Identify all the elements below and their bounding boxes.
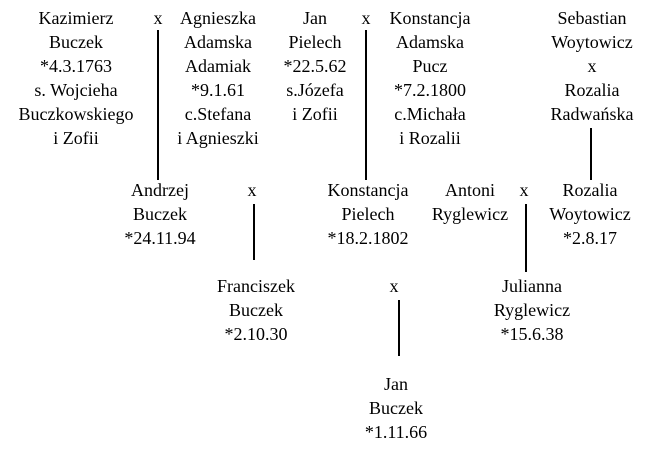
person-line: Radwańska — [550, 104, 634, 124]
descent-line-buczek-adamska — [157, 30, 159, 180]
marriage-symbol: x — [247, 180, 257, 200]
person-line: Antoni — [444, 180, 495, 200]
person-line: Pielech — [341, 204, 395, 224]
person-line: Rozalia — [562, 180, 618, 200]
person-line: Adamiak — [185, 56, 251, 76]
person-kazimierz-buczek: Kazimierz Buczek *4.3.1763 s. Wojcieha B… — [6, 6, 146, 150]
person-line: *22.5.62 — [283, 56, 347, 76]
descent-line-franciszek-julianna — [398, 300, 400, 356]
person-line: *2.8.17 — [563, 228, 617, 248]
person-line: *2.10.30 — [224, 324, 288, 344]
person-line: Ryglewicz — [431, 204, 509, 224]
person-konstancja-pielech: Konstancja Pielech *18.2.1802 — [315, 178, 421, 250]
descent-line-woytowicz-radwanska — [590, 128, 592, 180]
person-line: Rozalia — [564, 80, 620, 100]
person-agnieszka-adamska: Agnieszka Adamska Adamiak *9.1.61 c.Stef… — [168, 6, 268, 150]
person-line: c.Stefana — [184, 104, 252, 124]
descent-line-antoni-rozalia — [525, 204, 527, 272]
person-line: c.Michała — [394, 104, 466, 124]
person-line: Woytowicz — [551, 32, 633, 52]
person-line: Kazimierz — [38, 8, 114, 28]
person-antoni-ryglewicz: Antoni Ryglewicz — [424, 178, 516, 226]
person-line: *4.3.1763 — [40, 56, 112, 76]
person-line: Buczek — [229, 300, 283, 320]
person-line: Andrzej — [131, 180, 189, 200]
person-line: Pucz — [412, 56, 448, 76]
person-konstancja-adamska: Konstancja Adamska Pucz *7.2.1800 c.Mich… — [380, 6, 480, 150]
marriage-symbol: x — [389, 276, 399, 296]
person-franciszek-buczek: Franciszek Buczek *2.10.30 — [200, 274, 312, 346]
person-line: Jan — [384, 374, 408, 394]
person-line: Konstancja — [389, 8, 471, 28]
marriage-symbol: x — [153, 8, 163, 28]
marriage-symbol: x — [361, 8, 371, 28]
person-jan-buczek: Jan Buczek *1.11.66 — [344, 372, 448, 444]
person-line: Konstancja — [327, 180, 409, 200]
person-jan-pielech: Jan Pielech *22.5.62 s.Józefa i Zofii — [272, 6, 358, 126]
person-line: Buczkowskiego — [18, 104, 134, 124]
person-line: Woytowicz — [549, 204, 631, 224]
person-line: s. Wojcieha — [34, 80, 118, 100]
person-line: Buczek — [49, 32, 103, 52]
person-line: *1.11.66 — [364, 422, 428, 442]
person-line: *9.1.61 — [191, 80, 245, 100]
person-line: *24.11.94 — [124, 228, 196, 248]
person-julianna-ryglewicz: Julianna Ryglewicz *15.6.38 — [478, 274, 586, 346]
person-line: i Agnieszki — [177, 128, 259, 148]
person-line: *15.6.38 — [500, 324, 564, 344]
marriage-symbol: x — [519, 180, 529, 200]
person-line: Franciszek — [217, 276, 295, 296]
person-line: Adamska — [396, 32, 464, 52]
person-line: Pielech — [288, 32, 342, 52]
person-andrzej-buczek: Andrzej Buczek *24.11.94 — [110, 178, 210, 250]
person-line: Adamska — [184, 32, 252, 52]
person-line: *7.2.1800 — [394, 80, 466, 100]
person-line: Agnieszka — [180, 8, 256, 28]
person-line: Sebastian — [557, 8, 627, 28]
person-line: s.Józefa — [286, 80, 344, 100]
person-line: Julianna — [502, 276, 562, 296]
person-line: x — [587, 56, 597, 76]
person-sebastian-woytowicz: Sebastian Woytowicz x Rozalia Radwańska — [530, 6, 654, 126]
person-rozalia-woytowicz: Rozalia Woytowicz *2.8.17 — [532, 178, 648, 250]
person-line: Buczek — [133, 204, 187, 224]
descent-line-pielech-adamska — [365, 30, 367, 180]
person-line: i Zofii — [53, 128, 99, 148]
person-line: *18.2.1802 — [327, 228, 409, 248]
person-line: Ryglewicz — [493, 300, 571, 320]
person-line: Buczek — [369, 398, 423, 418]
person-line: i Zofii — [292, 104, 338, 124]
person-line: i Rozalii — [399, 128, 461, 148]
descent-line-andrzej-konstancja — [253, 204, 255, 260]
person-line: Jan — [303, 8, 327, 28]
